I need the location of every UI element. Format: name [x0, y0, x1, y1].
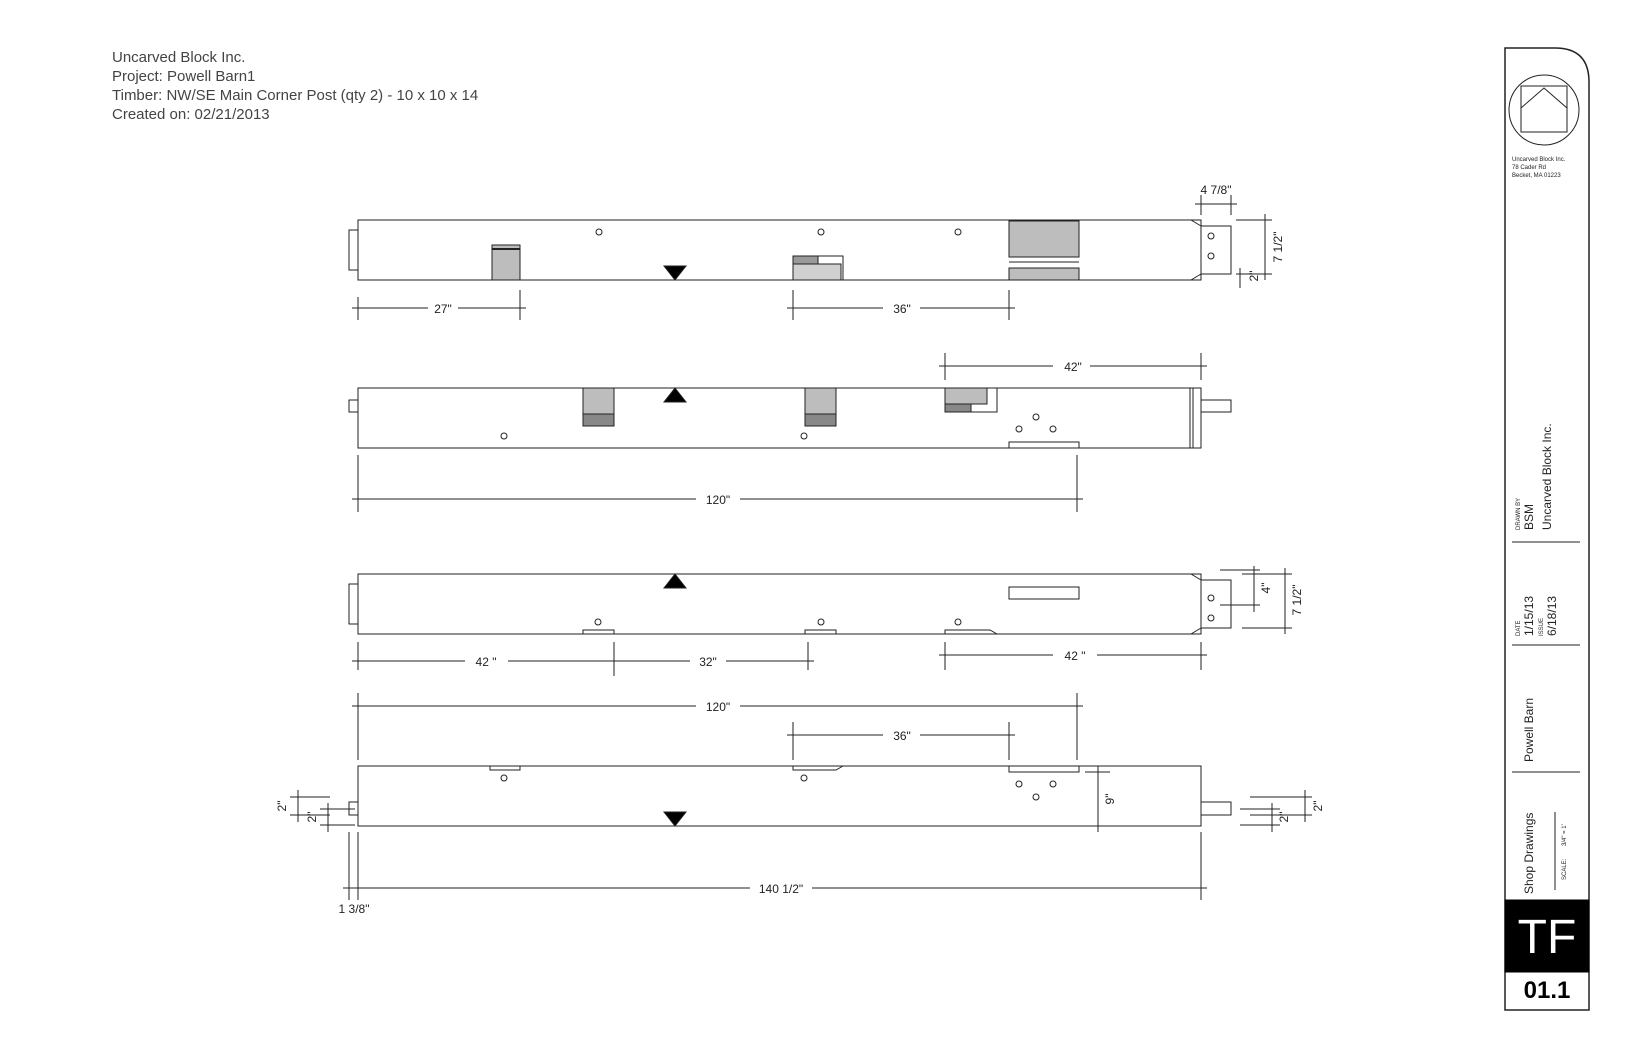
- peg-hole: [1207, 252, 1215, 260]
- dim-label: 7 1/2": [1290, 585, 1304, 616]
- timber-body: [357, 573, 1202, 635]
- dim-label: 120": [706, 493, 730, 507]
- left-tenon: [348, 399, 359, 413]
- reference-arrow-up: [662, 387, 688, 403]
- housing: [582, 629, 615, 635]
- peg-hole: [954, 618, 962, 626]
- reference-arrow-down: [662, 811, 688, 827]
- tb-company: Uncarved Block Inc.: [1512, 157, 1566, 163]
- peg-hole: [1049, 780, 1057, 788]
- right-tenon: [1200, 579, 1232, 629]
- tb-drawn-by-label: DRAWN BY: [1516, 498, 1522, 530]
- peg-hole: [1015, 425, 1023, 433]
- tb-code: TF: [1518, 911, 1577, 964]
- peg-hole: [1207, 232, 1215, 240]
- timber-description: Timber: NW/SE Main Corner Post (qty 2) -…: [112, 87, 479, 104]
- tb-project: Powell Barn: [1522, 698, 1536, 762]
- dim-label: 32": [699, 655, 717, 669]
- dim-label: 120": [706, 700, 730, 714]
- dim-label: 36": [893, 302, 911, 316]
- created-date: Created on: 02/21/2013: [112, 106, 270, 123]
- peg-hole: [500, 774, 508, 782]
- tb-firm: Uncarved Block Inc.: [1540, 423, 1554, 530]
- peg-hole: [954, 228, 962, 236]
- peg-hole: [500, 432, 508, 440]
- tb-scale-label: SCALE:: [1562, 858, 1568, 880]
- tb-date-label: DATE: [1516, 620, 1522, 636]
- timber-view-2: [348, 353, 1232, 512]
- dim-label: 4": [1259, 583, 1273, 594]
- peg-hole: [594, 618, 602, 626]
- tb-issue: 6/18/13: [1545, 596, 1559, 636]
- peg-hole: [1015, 780, 1023, 788]
- dim-label: 9": [1103, 794, 1117, 805]
- peg-hole: [1207, 614, 1215, 622]
- right-tenon: [1200, 225, 1232, 275]
- dim-label: 2": [1277, 812, 1291, 823]
- dim-label: 42 ": [476, 655, 497, 669]
- peg-hole: [1032, 413, 1040, 421]
- dim-label: 4 7/8": [1201, 183, 1232, 197]
- tb-sheet-title: Shop Drawings: [1522, 813, 1536, 894]
- title-block: [1504, 47, 1590, 1011]
- left-tenon: [348, 229, 359, 271]
- peg-hole: [1207, 594, 1215, 602]
- right-tenon: [1200, 399, 1232, 413]
- timber-view-4: [290, 693, 1312, 900]
- timber-body: [357, 765, 1202, 827]
- reference-arrow-down: [662, 265, 688, 281]
- peg-hole: [800, 774, 808, 782]
- mortise-large: [1008, 220, 1080, 258]
- housing: [804, 629, 837, 635]
- company-logo: [1508, 74, 1580, 146]
- tb-drawn-by: BSM: [1522, 504, 1536, 530]
- peg-hole: [800, 432, 808, 440]
- tb-date: 1/15/13: [1522, 596, 1536, 636]
- timber-body: [357, 387, 1202, 449]
- mortise-pocket: [491, 244, 521, 281]
- dim-label: 7 1/2": [1271, 232, 1285, 263]
- dim-label: 2": [1311, 801, 1325, 812]
- housing: [792, 765, 844, 771]
- drawing-header: Uncarved Block Inc. Project: Powell Barn…: [112, 48, 478, 124]
- peg-hole: [817, 228, 825, 236]
- housing: [944, 629, 998, 635]
- dim-label: 42": [1064, 360, 1082, 374]
- peg-hole: [595, 228, 603, 236]
- housing: [489, 765, 521, 771]
- dim-label: 36": [893, 729, 911, 743]
- dim-label: 27": [434, 302, 452, 316]
- project-name: Project: Powell Barn1: [112, 68, 256, 85]
- timber-view-3: [348, 566, 1292, 676]
- timber-view-1: [348, 195, 1272, 320]
- dim-label: 42 ": [1065, 649, 1086, 663]
- peg-hole: [817, 618, 825, 626]
- tb-sheet-number: 01.1: [1524, 977, 1571, 1004]
- dim-label: 2": [305, 812, 319, 823]
- dim-label: 140 1/2": [759, 882, 803, 896]
- dim-label: 2": [275, 801, 289, 812]
- dim-label: 2": [1247, 271, 1261, 282]
- tb-address-1: 78 Cader Rd: [1512, 165, 1546, 171]
- tb-scale: 3/4" = 1': [1562, 824, 1568, 846]
- company-name: Uncarved Block Inc.: [112, 49, 246, 66]
- peg-hole: [1049, 425, 1057, 433]
- right-tenon: [1200, 801, 1232, 816]
- mortise-slot: [1008, 586, 1080, 600]
- tb-issue-label: ISSUE: [1539, 618, 1545, 636]
- left-tenon: [348, 583, 359, 625]
- tb-address-2: Becket, MA 01223: [1512, 173, 1561, 179]
- peg-hole: [1032, 793, 1040, 801]
- dim-label: 1 3/8": [339, 902, 370, 916]
- housing: [1008, 765, 1080, 773]
- reference-arrow-up: [662, 573, 688, 589]
